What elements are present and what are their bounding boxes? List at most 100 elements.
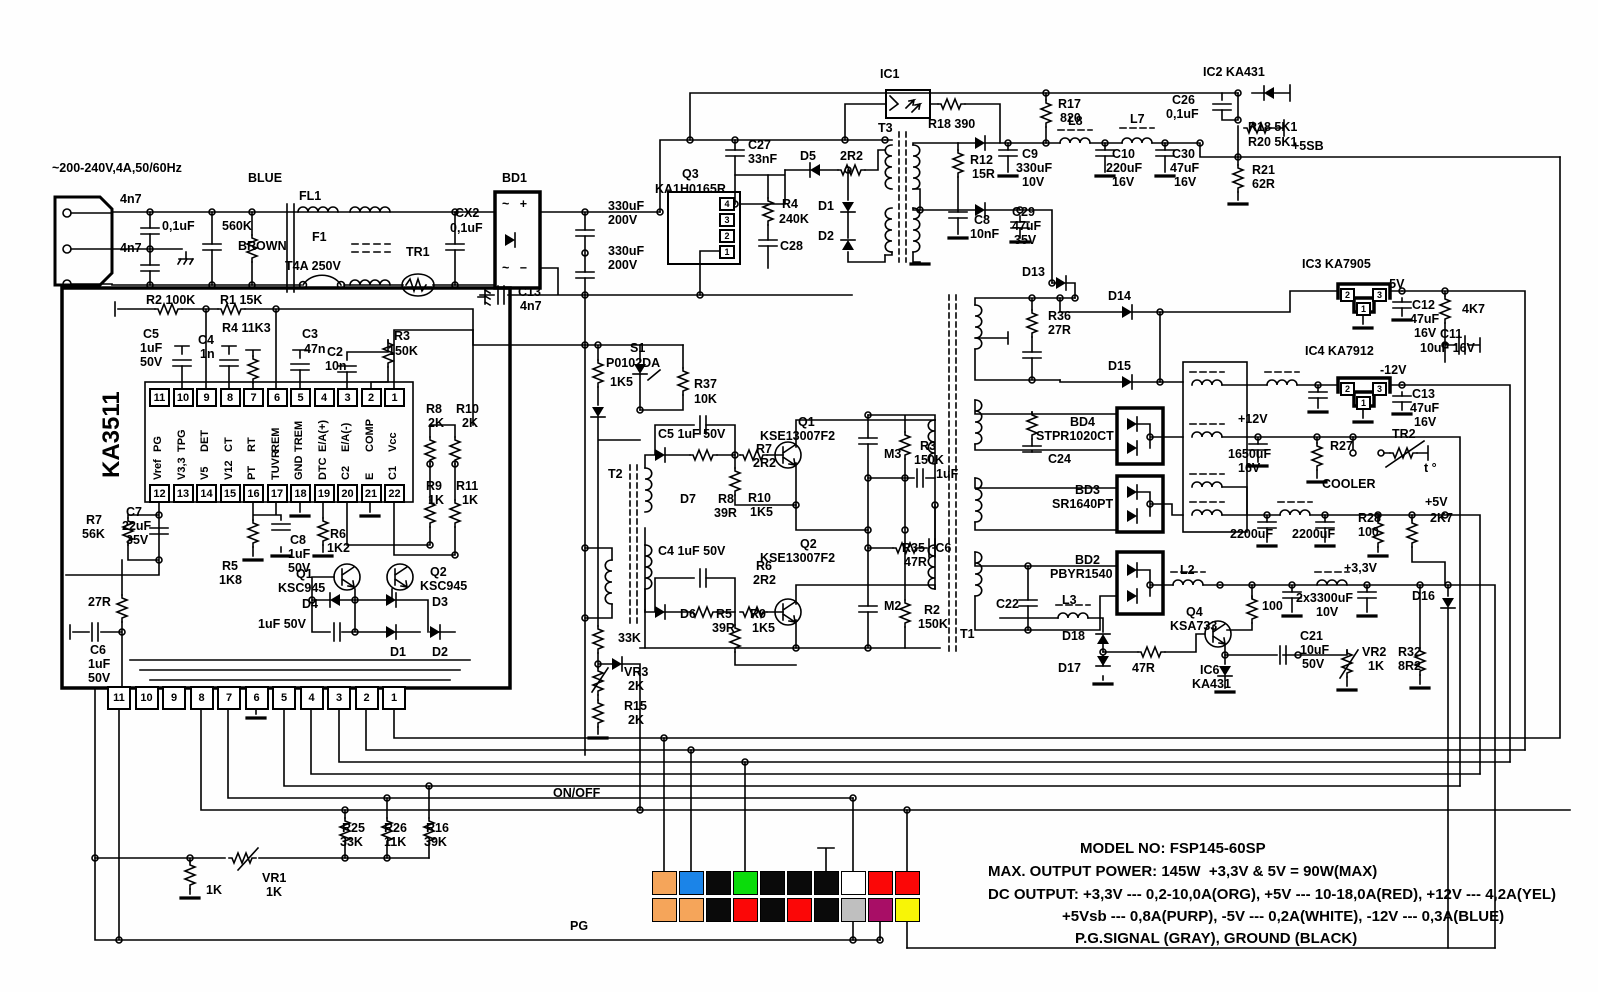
ka3511-pin-22: 22 (384, 484, 405, 503)
vr2: VR2 (1362, 645, 1387, 659)
c-330-1: 330uF (608, 199, 645, 213)
rectifier-bd4 (974, 399, 1184, 466)
cap-4n7-bot: 4n7 (120, 241, 142, 255)
ka3511-pin-19: 19 (313, 484, 335, 503)
ka3511-pin-20: 20 (337, 484, 358, 503)
c13-sec-v: 47uF (1410, 401, 1440, 415)
ka3511-pin-label-13: V3,3 (175, 457, 188, 480)
r6-iv: 1K2 (327, 541, 350, 555)
vr3: VR3 (624, 665, 649, 679)
c29-v2: 35V (1014, 233, 1037, 247)
r32: R32 (1398, 645, 1421, 659)
l7: L7 (1130, 112, 1145, 126)
connector-cell-1-8-white (841, 871, 866, 895)
ka3511-pin-label-12: Vref (152, 459, 164, 480)
bottom-buses (91, 156, 1571, 949)
c2200-a: 2200uF (1230, 527, 1274, 541)
c1650-v: 16V (1238, 461, 1261, 475)
c-330-1v: 200V (608, 213, 638, 227)
c3-iv: 47n (304, 342, 326, 356)
r6-hv: 2R2 (753, 573, 776, 587)
c-330-2: 330uF (608, 244, 645, 258)
bd2-part: PBYR1540 (1050, 567, 1113, 581)
r2-100k: R2 100K (146, 293, 196, 307)
ka3511-pin-21: 21 (360, 484, 382, 503)
board-connector-pin-8: 8 (189, 686, 214, 710)
ka3511-pin-5: 5 (290, 388, 311, 407)
c6-iv: 1uF (88, 657, 111, 671)
c2200-b: 2200uF (1292, 527, 1336, 541)
connector-cell-1-1-orange (652, 871, 677, 895)
c7-iv: 22uF (122, 519, 152, 533)
r5-iv: 1K8 (219, 573, 242, 587)
f1: F1 (312, 230, 327, 244)
t4a-250v: T4A 250V (285, 259, 341, 273)
c21: C21 (1300, 629, 1323, 643)
c13-sec: C13 (1412, 387, 1435, 401)
c21-v2: 50V (1302, 657, 1325, 671)
r7-iv: 56K (82, 527, 105, 541)
d17: D17 (1058, 661, 1081, 675)
r15: R15 (624, 699, 647, 713)
r17-v: 820 (1060, 111, 1081, 125)
t1: T1 (960, 627, 975, 641)
d1-i: D1 (390, 645, 406, 659)
r16-v: 39K (424, 835, 447, 849)
c30: C30 (1172, 147, 1195, 161)
r25-v: 33K (340, 835, 363, 849)
ic3-pin-2: 2 (1340, 288, 1355, 302)
r5-h: R5 (716, 607, 732, 621)
l2: L2 (1180, 563, 1195, 577)
ka3511-pin-label-7: RT (246, 437, 258, 452)
r10-iv: 2K (462, 416, 478, 430)
c3300: 2x3300uF (1296, 591, 1353, 605)
cx2-val: 0,1uF (450, 221, 483, 235)
r3-hv: 150K (914, 453, 944, 467)
d3-i: D3 (432, 595, 448, 609)
r9-iv: 1K (428, 493, 444, 507)
ic4-pin-1: 1 (1356, 396, 1371, 410)
ka3511-pin-label-17: TUVR (269, 450, 282, 480)
l8: L8 (1068, 114, 1083, 128)
connector-cell-2-2-orange (679, 898, 704, 922)
connector-cell-2-3-black (706, 898, 731, 922)
ic3: IC3 KA7905 (1302, 257, 1371, 271)
ka3511-pin-12: 12 (149, 484, 170, 503)
bd4: BD4 (1070, 415, 1096, 429)
connector-cell-1-3-black (706, 871, 731, 895)
ka3511-pin-label-20: C2 (340, 465, 352, 480)
q3-part: KA1H0165R (655, 182, 726, 196)
d2: D2 (818, 229, 834, 243)
c-1uf: 1uF (936, 467, 959, 481)
r11-i: R11 (456, 479, 479, 493)
c12-v2: 16V (1414, 326, 1437, 340)
c7-iv2: 35V (126, 533, 149, 547)
r8-iv: 2K (428, 416, 444, 430)
d16: D16 (1412, 589, 1435, 603)
r6-i: R6 (330, 527, 346, 541)
connector-cell-2-4-red (733, 898, 758, 922)
c6-i: C6 (90, 643, 106, 657)
bd1-tilde-minus: ~ − (502, 261, 528, 275)
connector-cell-2-10-yellow (895, 898, 920, 922)
c2-iv: 10n (325, 359, 347, 373)
info-dc1: DC OUTPUT: +3,3V --- 0,2-10,0A(ORG), +5V… (988, 886, 1557, 903)
connector-cell-1-5-black (760, 871, 785, 895)
connector-cell-2-5-black (760, 898, 785, 922)
r5-i: R5 (222, 559, 238, 573)
r9-h: R9 (750, 607, 766, 621)
d15: D15 (1108, 359, 1131, 373)
r-4k7: 4K7 (1462, 302, 1485, 316)
info-power: MAX. OUTPUT POWER: 145W +3,3V & 5V = 90W… (988, 863, 1378, 880)
r15-v: 2K (628, 713, 644, 727)
c13-sec-v2: 16V (1414, 415, 1437, 429)
q1-h: Q1 (798, 415, 815, 429)
r36: R36 (1048, 309, 1071, 323)
ka3511-pin-6: 6 (266, 388, 288, 407)
ic4: IC4 KA7912 (1305, 344, 1374, 358)
c-1uf50: 1uF 50V (258, 617, 306, 631)
r7-h: R7 (756, 442, 772, 456)
ka3511-pin-11: 11 (149, 388, 170, 407)
ic3-pin-1: 1 (1356, 302, 1371, 316)
plus3v3: +3,3V (1344, 561, 1378, 575)
